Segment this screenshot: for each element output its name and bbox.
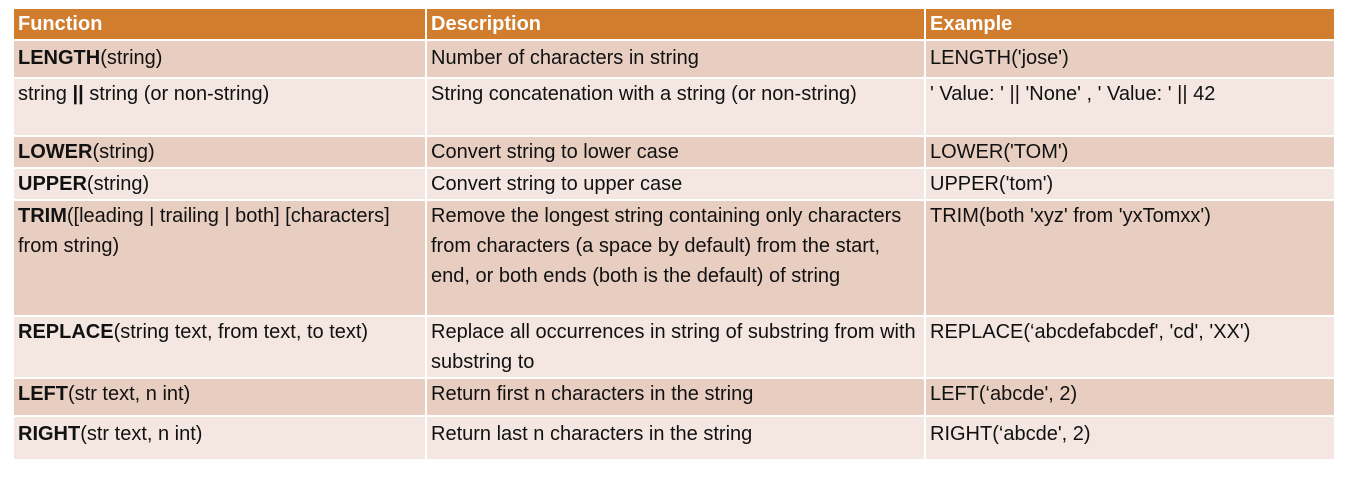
function-args: (string text, from text, to text) [113, 321, 369, 343]
table-row: string || string (or non-string) String … [12, 77, 1336, 137]
function-cell: UPPER(string) [12, 167, 427, 201]
function-cell: TRIM([leading | trailing | both] [charac… [12, 199, 427, 317]
function-name: REPLACE [18, 321, 114, 343]
example-cell: ' Value: ' || 'None' , ' Value: ' || 42 [924, 77, 1336, 137]
function-post: string (or non-string) [83, 83, 270, 105]
function-cell: string || string (or non-string) [12, 77, 427, 137]
description-cell: Convert string to upper case [425, 167, 926, 201]
description-cell: Return last n characters in the string [425, 415, 926, 461]
function-args: (string) [92, 141, 155, 163]
string-functions-table: Function Description Example LENGTH(stri… [12, 7, 1336, 461]
function-cell: LEFT(str text, n int) [12, 377, 427, 417]
table-row: UPPER(string) Convert string to upper ca… [12, 167, 1336, 201]
function-cell: RIGHT(str text, n int) [12, 415, 427, 461]
description-cell: Return first n characters in the string [425, 377, 926, 417]
function-cell: REPLACE(string text, from text, to text) [12, 315, 427, 379]
description-cell: String concatenation with a string (or n… [425, 77, 926, 137]
table-row: TRIM([leading | trailing | both] [charac… [12, 199, 1336, 317]
example-cell: TRIM(both 'xyz' from 'yxTomxx') [924, 199, 1336, 317]
function-args: ([leading | trailing | both] [characters… [18, 205, 390, 257]
example-cell: LOWER('TOM') [924, 135, 1336, 169]
header-description: Description [425, 7, 926, 41]
description-cell: Convert string to lower case [425, 135, 926, 169]
table-row: RIGHT(str text, n int) Return last n cha… [12, 415, 1336, 461]
example-cell: RIGHT(‘abcde', 2) [924, 415, 1336, 461]
example-cell: UPPER('tom') [924, 167, 1336, 201]
function-args: (string) [100, 47, 163, 69]
function-args: (string) [86, 173, 150, 195]
header-example: Example [924, 7, 1336, 41]
description-cell: Number of characters in string [425, 39, 926, 79]
function-pre: string [18, 83, 73, 105]
table-row: REPLACE(string text, from text, to text)… [12, 315, 1336, 379]
table-row: LEFT(str text, n int) Return first n cha… [12, 377, 1336, 417]
table-row: LOWER(string) Convert string to lower ca… [12, 135, 1336, 169]
function-args: (str text, n int) [68, 383, 191, 405]
header-function: Function [12, 7, 427, 41]
table-header-row: Function Description Example [12, 7, 1336, 41]
function-name: LOWER [18, 141, 93, 163]
example-cell: REPLACE(‘abcdefabcdef', 'cd', 'XX') [924, 315, 1336, 379]
description-cell: Replace all occurrences in string of sub… [425, 315, 926, 379]
function-cell: LENGTH(string) [12, 39, 427, 79]
function-name: RIGHT [18, 423, 81, 445]
function-args: (str text, n int) [80, 423, 203, 445]
function-name: LENGTH [18, 47, 101, 69]
example-cell: LENGTH('jose') [924, 39, 1336, 79]
description-cell: Remove the longest string containing onl… [425, 199, 926, 317]
function-name: UPPER [18, 173, 87, 195]
example-cell: LEFT(‘abcde', 2) [924, 377, 1336, 417]
function-name: TRIM [18, 205, 67, 227]
string-functions-table-container: Function Description Example LENGTH(stri… [12, 7, 1336, 461]
concat-operator: || [72, 83, 84, 105]
function-name: LEFT [18, 383, 68, 405]
table-row: LENGTH(string) Number of characters in s… [12, 39, 1336, 79]
function-cell: LOWER(string) [12, 135, 427, 169]
